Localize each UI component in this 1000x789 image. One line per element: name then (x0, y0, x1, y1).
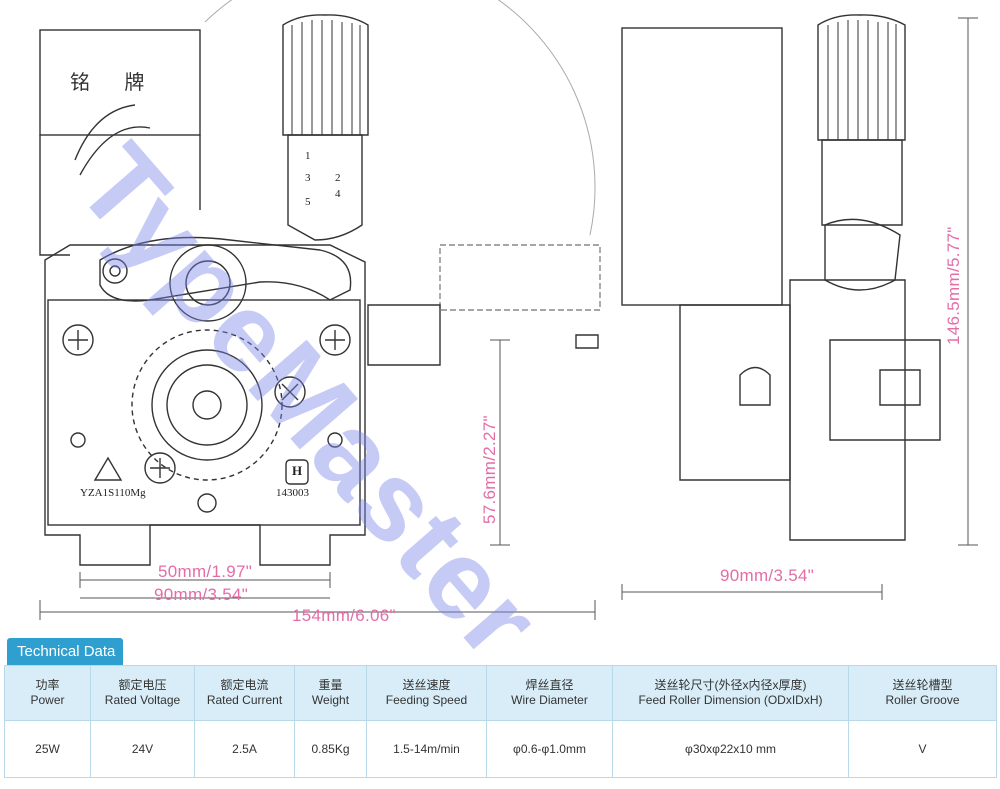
value-rated-voltage: 24V (90, 720, 195, 778)
nameplate-swoosh (74, 104, 151, 176)
value-feeding-speed: 1.5-14m/min (366, 720, 487, 778)
dim-width-154: 154mm/6.06" (292, 606, 396, 625)
wire-feeder-drawing (39, 0, 978, 620)
dial-number-5: 5 (305, 196, 311, 208)
lower-roller-hub (166, 364, 248, 446)
value-wire-diameter: φ0.6-φ1.0mm (486, 720, 613, 778)
side-adjuster (367, 304, 441, 366)
upper-roller-inner (185, 260, 231, 306)
header-feed-roller-dimension: 送丝轮尺寸(外径x内径x厚度)Feed Roller Dimension (OD… (612, 665, 849, 721)
dial-number-4: 4 (335, 188, 341, 200)
value-roller-groove: V (848, 720, 997, 778)
arm-pivot-inner (109, 265, 121, 277)
nameplate-label: 铭 牌 (70, 70, 159, 94)
inlet-nozzle (575, 334, 599, 349)
dim-width-90-right: 90mm/3.54" (720, 566, 815, 585)
right-upper-roller (824, 218, 901, 291)
dial-number-1: 1 (305, 150, 311, 162)
knob-scale-body (287, 134, 363, 241)
value-rated-current: 2.5A (194, 720, 295, 778)
value-power: 25W (4, 720, 91, 778)
part-marking: YZA1S110Mg (80, 487, 146, 499)
value-weight: 0.85Kg (294, 720, 367, 778)
right-dimension-lines (621, 17, 978, 600)
cert-symbol: H (292, 463, 303, 478)
main-housing (44, 244, 366, 566)
side-knob-ghost (439, 244, 601, 311)
right-housing (789, 279, 906, 541)
upper-roller (169, 244, 247, 322)
nameplate-box (39, 29, 201, 136)
pressure-arm (99, 236, 352, 302)
lower-roller (151, 349, 263, 461)
tension-knob (282, 14, 369, 136)
right-adjuster-core (879, 369, 921, 406)
gear-pitch (131, 329, 283, 481)
knob-ridges (291, 20, 361, 135)
cert-marking: 143003 (276, 487, 309, 499)
value-feed-roller-dimension: φ30xφ22x10 mm (612, 720, 849, 778)
right-knob (817, 14, 906, 141)
right-knob-ridges (827, 20, 897, 140)
left-dimension-lines (39, 339, 596, 620)
dial-number-2: 2 (335, 172, 341, 184)
housing-frame (47, 299, 361, 526)
arm-pivot (102, 258, 128, 284)
table-value-row: 25W 24V 2.5A 0.85Kg 1.5-14m/min φ0.6-φ1.… (4, 720, 997, 778)
dim-width-50: 50mm/1.97" (158, 562, 253, 581)
right-shaft (739, 366, 771, 406)
dim-height-57: 57.6mm/2.27" (480, 415, 499, 524)
lower-roller-bore (192, 390, 222, 420)
cert-icon (285, 459, 309, 485)
right-knob-stem (821, 139, 903, 226)
right-side-adjuster (829, 339, 941, 441)
motor-body (621, 27, 783, 306)
screw-group (62, 324, 351, 513)
body-upper-outline (39, 135, 201, 256)
dim-height-146: 146.5mm/5.77" (944, 226, 963, 345)
dim-width-90-left: 90mm/3.54" (154, 585, 249, 604)
recycle-icon (93, 456, 123, 481)
right-gearbox (679, 304, 791, 481)
swing-arc (204, 0, 596, 236)
technical-data-title: Technical Data (7, 638, 124, 665)
dial-number-3: 3 (305, 172, 311, 184)
